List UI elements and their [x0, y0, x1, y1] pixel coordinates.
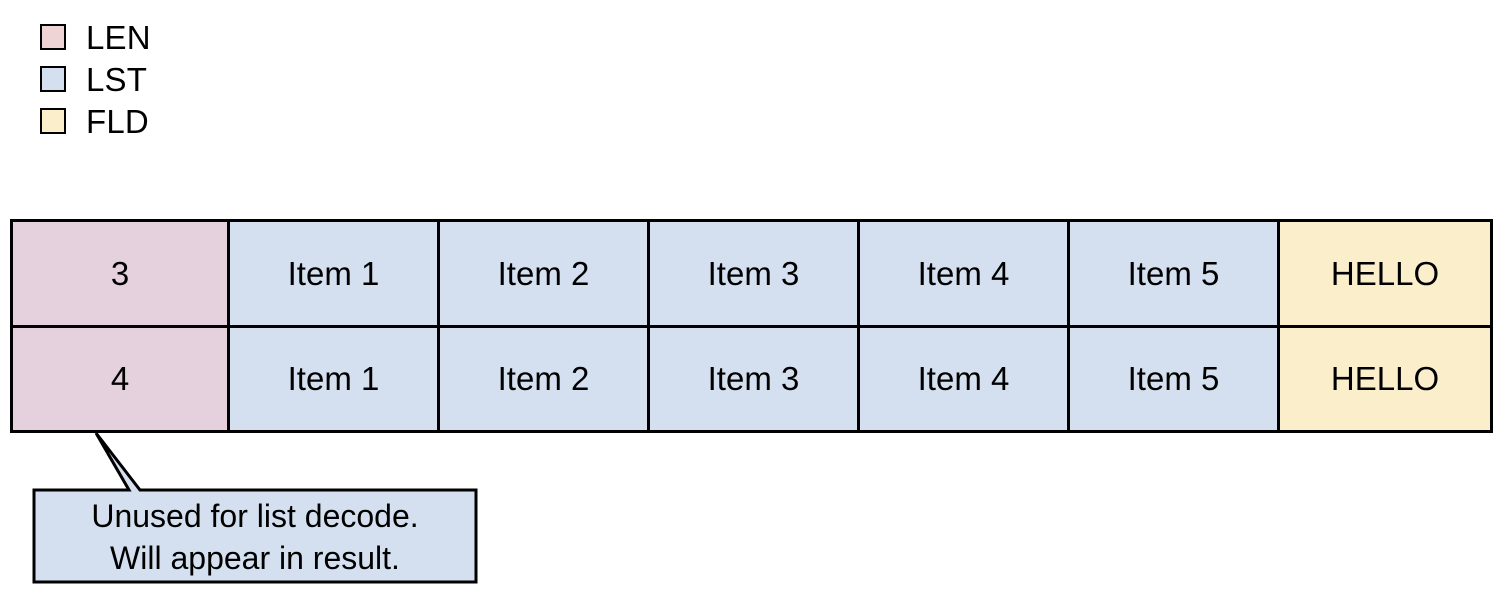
legend-label-lst: LST — [86, 60, 148, 98]
legend-label-len: LEN — [86, 18, 151, 56]
legend-label-fld: FLD — [86, 102, 149, 140]
legend-item-lst: LST — [40, 60, 151, 98]
legend-swatch-icon-len — [40, 24, 66, 50]
cell-item1: Item 1 — [227, 327, 437, 430]
callout-shape — [32, 432, 478, 584]
cell-len: 4 — [13, 327, 227, 430]
cell-item4: Item 4 — [857, 222, 1067, 325]
cell-fld: HELLO — [1277, 222, 1490, 325]
cell-len: 3 — [13, 222, 227, 325]
table-row: 4 Item 1 Item 2 Item 3 Item 4 Item 5 HEL… — [13, 324, 1490, 430]
callout-annotation: Unused for list decode. Will appear in r… — [30, 430, 480, 586]
tlv-structure-table: 3 Item 1 Item 2 Item 3 Item 4 Item 5 HEL… — [10, 219, 1493, 433]
legend-swatch-icon-lst — [40, 66, 66, 92]
callout-bubble-path — [32, 432, 478, 584]
table-row: 3 Item 1 Item 2 Item 3 Item 4 Item 5 HEL… — [13, 222, 1490, 325]
cell-item4: Item 4 — [857, 327, 1067, 430]
legend-item-len: LEN — [40, 18, 151, 56]
legend-swatch-icon-fld — [40, 108, 66, 134]
cell-item3: Item 3 — [647, 327, 857, 430]
cell-item5: Item 5 — [1067, 327, 1277, 430]
legend-item-fld: FLD — [40, 102, 151, 140]
cell-item1: Item 1 — [227, 222, 437, 325]
legend: LEN LST FLD — [40, 18, 151, 140]
cell-fld: HELLO — [1277, 327, 1490, 430]
cell-item2: Item 2 — [437, 222, 647, 325]
cell-item2: Item 2 — [437, 327, 647, 430]
cell-item5: Item 5 — [1067, 222, 1277, 325]
cell-item3: Item 3 — [647, 222, 857, 325]
